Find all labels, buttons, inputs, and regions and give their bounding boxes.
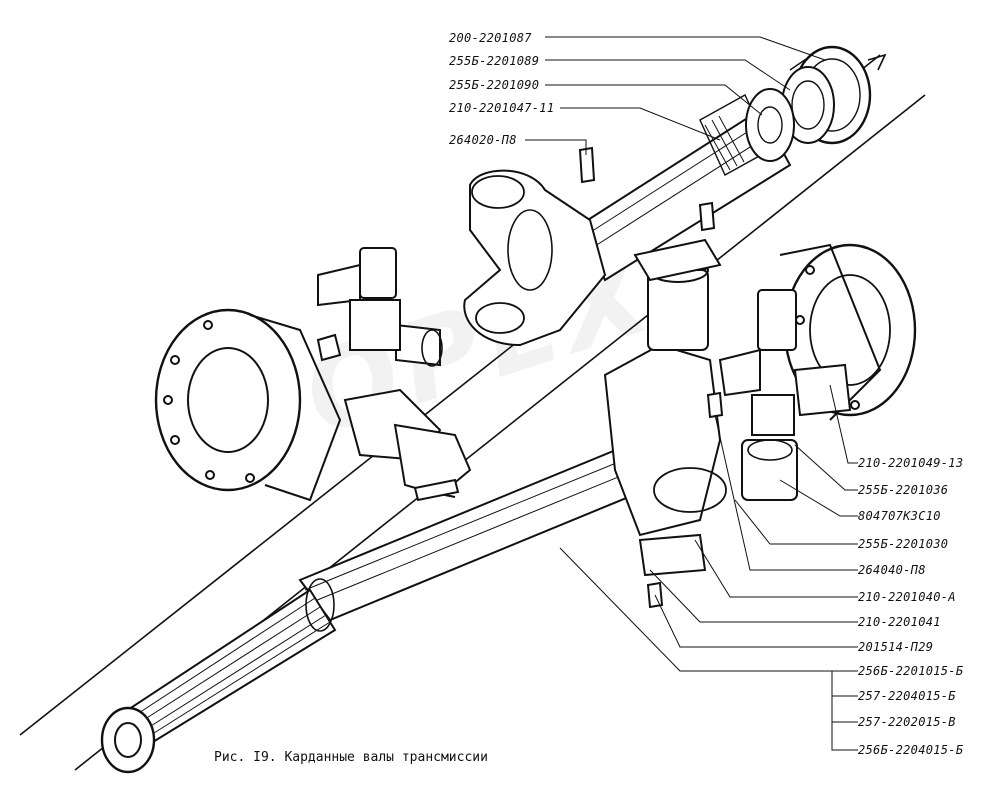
label-210-2201047-11: 210-2201047-11 [449,101,555,115]
left-flange [154,308,342,502]
leader-201514-P29 [654,594,858,648]
axis-arrow [867,53,887,71]
leader-255B-2201030 [734,499,858,545]
leader-210-2201041 [649,569,858,623]
label-264040-P8: 264040-П8 [858,563,926,577]
grease-fitting-upper [578,146,596,184]
seal-ring [781,66,835,144]
label-210-2201049-13: 210-2201049-13 [858,456,964,470]
leader-255B-2201036 [794,444,858,491]
label-255B-2201030: 255Б-2201030 [858,537,949,551]
grease-fitting-left [316,333,342,362]
leader-255B-2201090 [545,84,763,116]
leader-210-2201049-13 [829,384,858,464]
left-spider [317,247,443,367]
right-spider [718,289,852,436]
leader-804707K3S10 [779,479,858,517]
label-257-2202015-V: 257-2202015-В [858,715,956,729]
label-257-2204015-B: 257-2204015-Б [858,689,956,703]
label-201514-P29: 201514-П29 [858,640,934,654]
center-joint [603,238,727,577]
label-255B-2201089: 255Б-2201089 [449,54,540,68]
grease-fitting-center [706,391,724,419]
bolt-left [413,478,460,502]
leader-200-2201087 [545,36,826,61]
label-256B-2201015-B: 256Б-2201015-Б [858,664,964,678]
label-210-2201041: 210-2201041 [858,615,941,629]
upper-yoke [463,169,607,347]
label-804707K3S10: 804707К3С10 [858,509,941,523]
leader-264040-P8 [714,414,858,571]
seal-washer [745,88,795,162]
leader-bracket [831,671,858,751]
leader-256B-2201015-B [559,547,858,672]
long-shaft [100,438,672,774]
upper-shaft [578,94,792,282]
right-needle-cup [741,439,798,501]
leader-210-2201047-11 [560,107,721,141]
label-255B-2201090: 255Б-2201090 [449,78,540,92]
leader-210-2201040-A [694,539,858,598]
label-255B-2201036: 255Б-2201036 [858,483,949,497]
figure-caption: Рис. I9. Карданные валы трансмиссии [214,750,488,765]
label-200-2201087: 200-2201087 [449,31,532,45]
label-264020-P8: 264020-П8 [449,133,517,147]
leader-255B-2201089 [545,59,791,91]
label-210-2201040-A: 210-2201040-А [858,590,956,604]
label-256B-2204015-B: 256Б-2204015-Б [858,743,964,757]
bolt-upper [698,201,716,232]
leader-264020-P8 [525,139,587,155]
left-bearing [343,388,472,498]
